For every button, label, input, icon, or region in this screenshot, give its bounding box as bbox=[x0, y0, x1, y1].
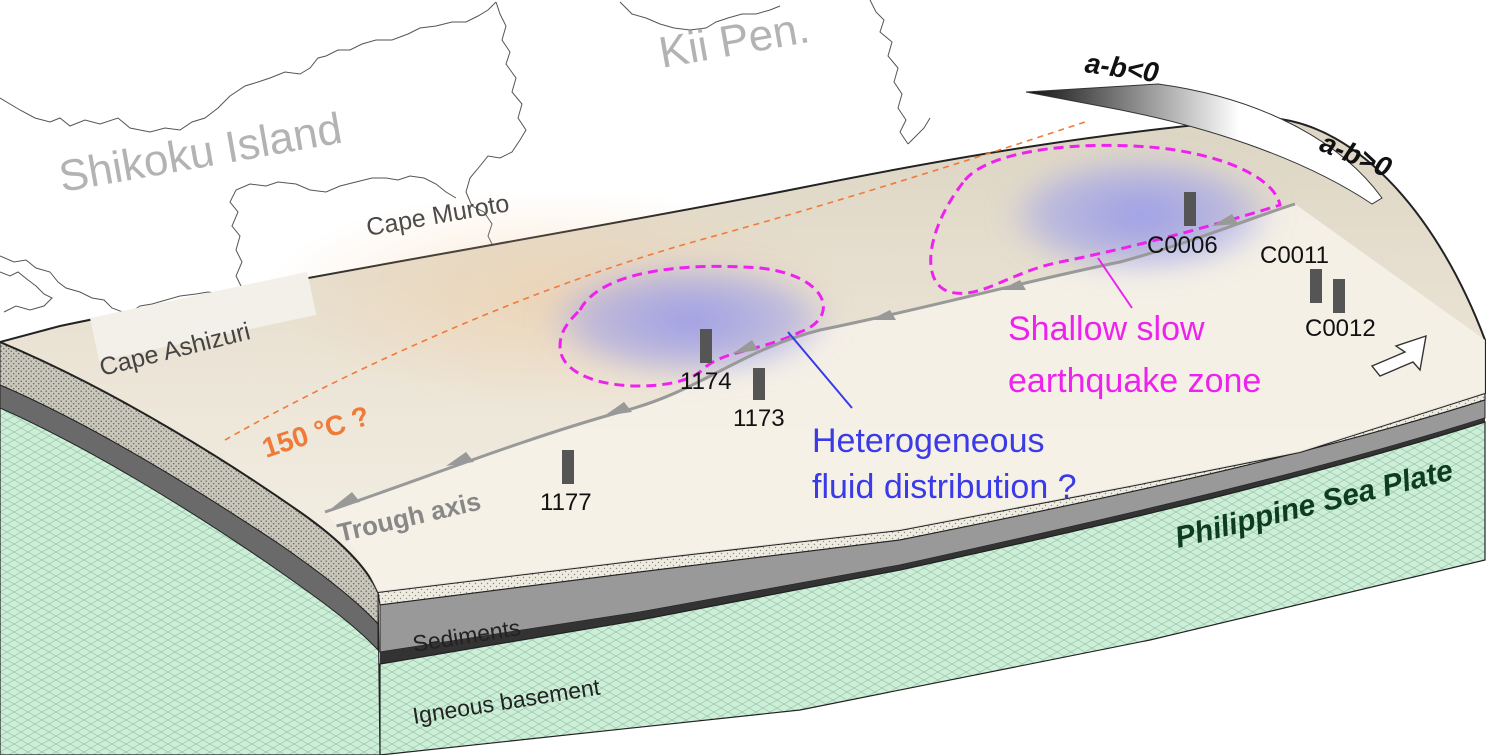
trough-teeth bbox=[332, 214, 1238, 508]
site-marker-c0012 bbox=[1333, 279, 1345, 313]
site-marker-c0011 bbox=[1310, 269, 1322, 303]
site-marker-1177 bbox=[562, 450, 574, 484]
shikoku-island-label: Shikoku Island bbox=[55, 104, 345, 202]
fluid-blob-east bbox=[1000, 153, 1280, 277]
site-marker-c0006 bbox=[1184, 192, 1196, 226]
site-label-1177: 1177 bbox=[540, 489, 592, 516]
dark-layer-band bbox=[380, 418, 1485, 664]
slow-eq-label-line1: Shallow slow bbox=[1008, 310, 1205, 348]
cape-ashizuri-label-box bbox=[90, 271, 317, 362]
drill-sites bbox=[562, 192, 1345, 484]
site-labels: 1177 1174 1173 C0006 C0011 C0012 bbox=[540, 232, 1376, 516]
site-label-c0011: C0011 bbox=[1260, 242, 1329, 269]
igneous-basement-face bbox=[379, 421, 1486, 755]
slow-eq-zone-west bbox=[558, 264, 825, 388]
slow-eq-leader-line bbox=[1097, 257, 1133, 309]
ab-negative-label: a-b<0 bbox=[1083, 47, 1161, 88]
plate-motion-arrow bbox=[1370, 334, 1427, 377]
trough-axis-line bbox=[324, 202, 1296, 514]
coastline-outlines bbox=[0, 0, 931, 315]
site-marker-1174 bbox=[700, 329, 712, 363]
hetero-leader-line bbox=[787, 331, 853, 409]
slow-eq-zone-east bbox=[929, 143, 1282, 295]
hetero-fluid-label-line2: fluid distribution ? bbox=[812, 468, 1077, 506]
site-label-1174: 1174 bbox=[680, 368, 732, 395]
friction-wedge bbox=[1025, 83, 1383, 205]
site-label-1173: 1173 bbox=[733, 405, 785, 432]
site-label-c0006: C0006 bbox=[1147, 232, 1218, 259]
slow-eq-label-line2: earthquake zone bbox=[1008, 362, 1261, 400]
site-marker-1173 bbox=[753, 368, 765, 400]
left-side-dark-layer bbox=[0, 384, 379, 652]
site-label-c0012: C0012 bbox=[1305, 315, 1376, 342]
trench-lower-plate bbox=[325, 204, 1485, 592]
hetero-fluid-label-line1: Heterogeneous bbox=[812, 422, 1045, 460]
kii-peninsula-label: Kii Pen. bbox=[655, 3, 813, 78]
